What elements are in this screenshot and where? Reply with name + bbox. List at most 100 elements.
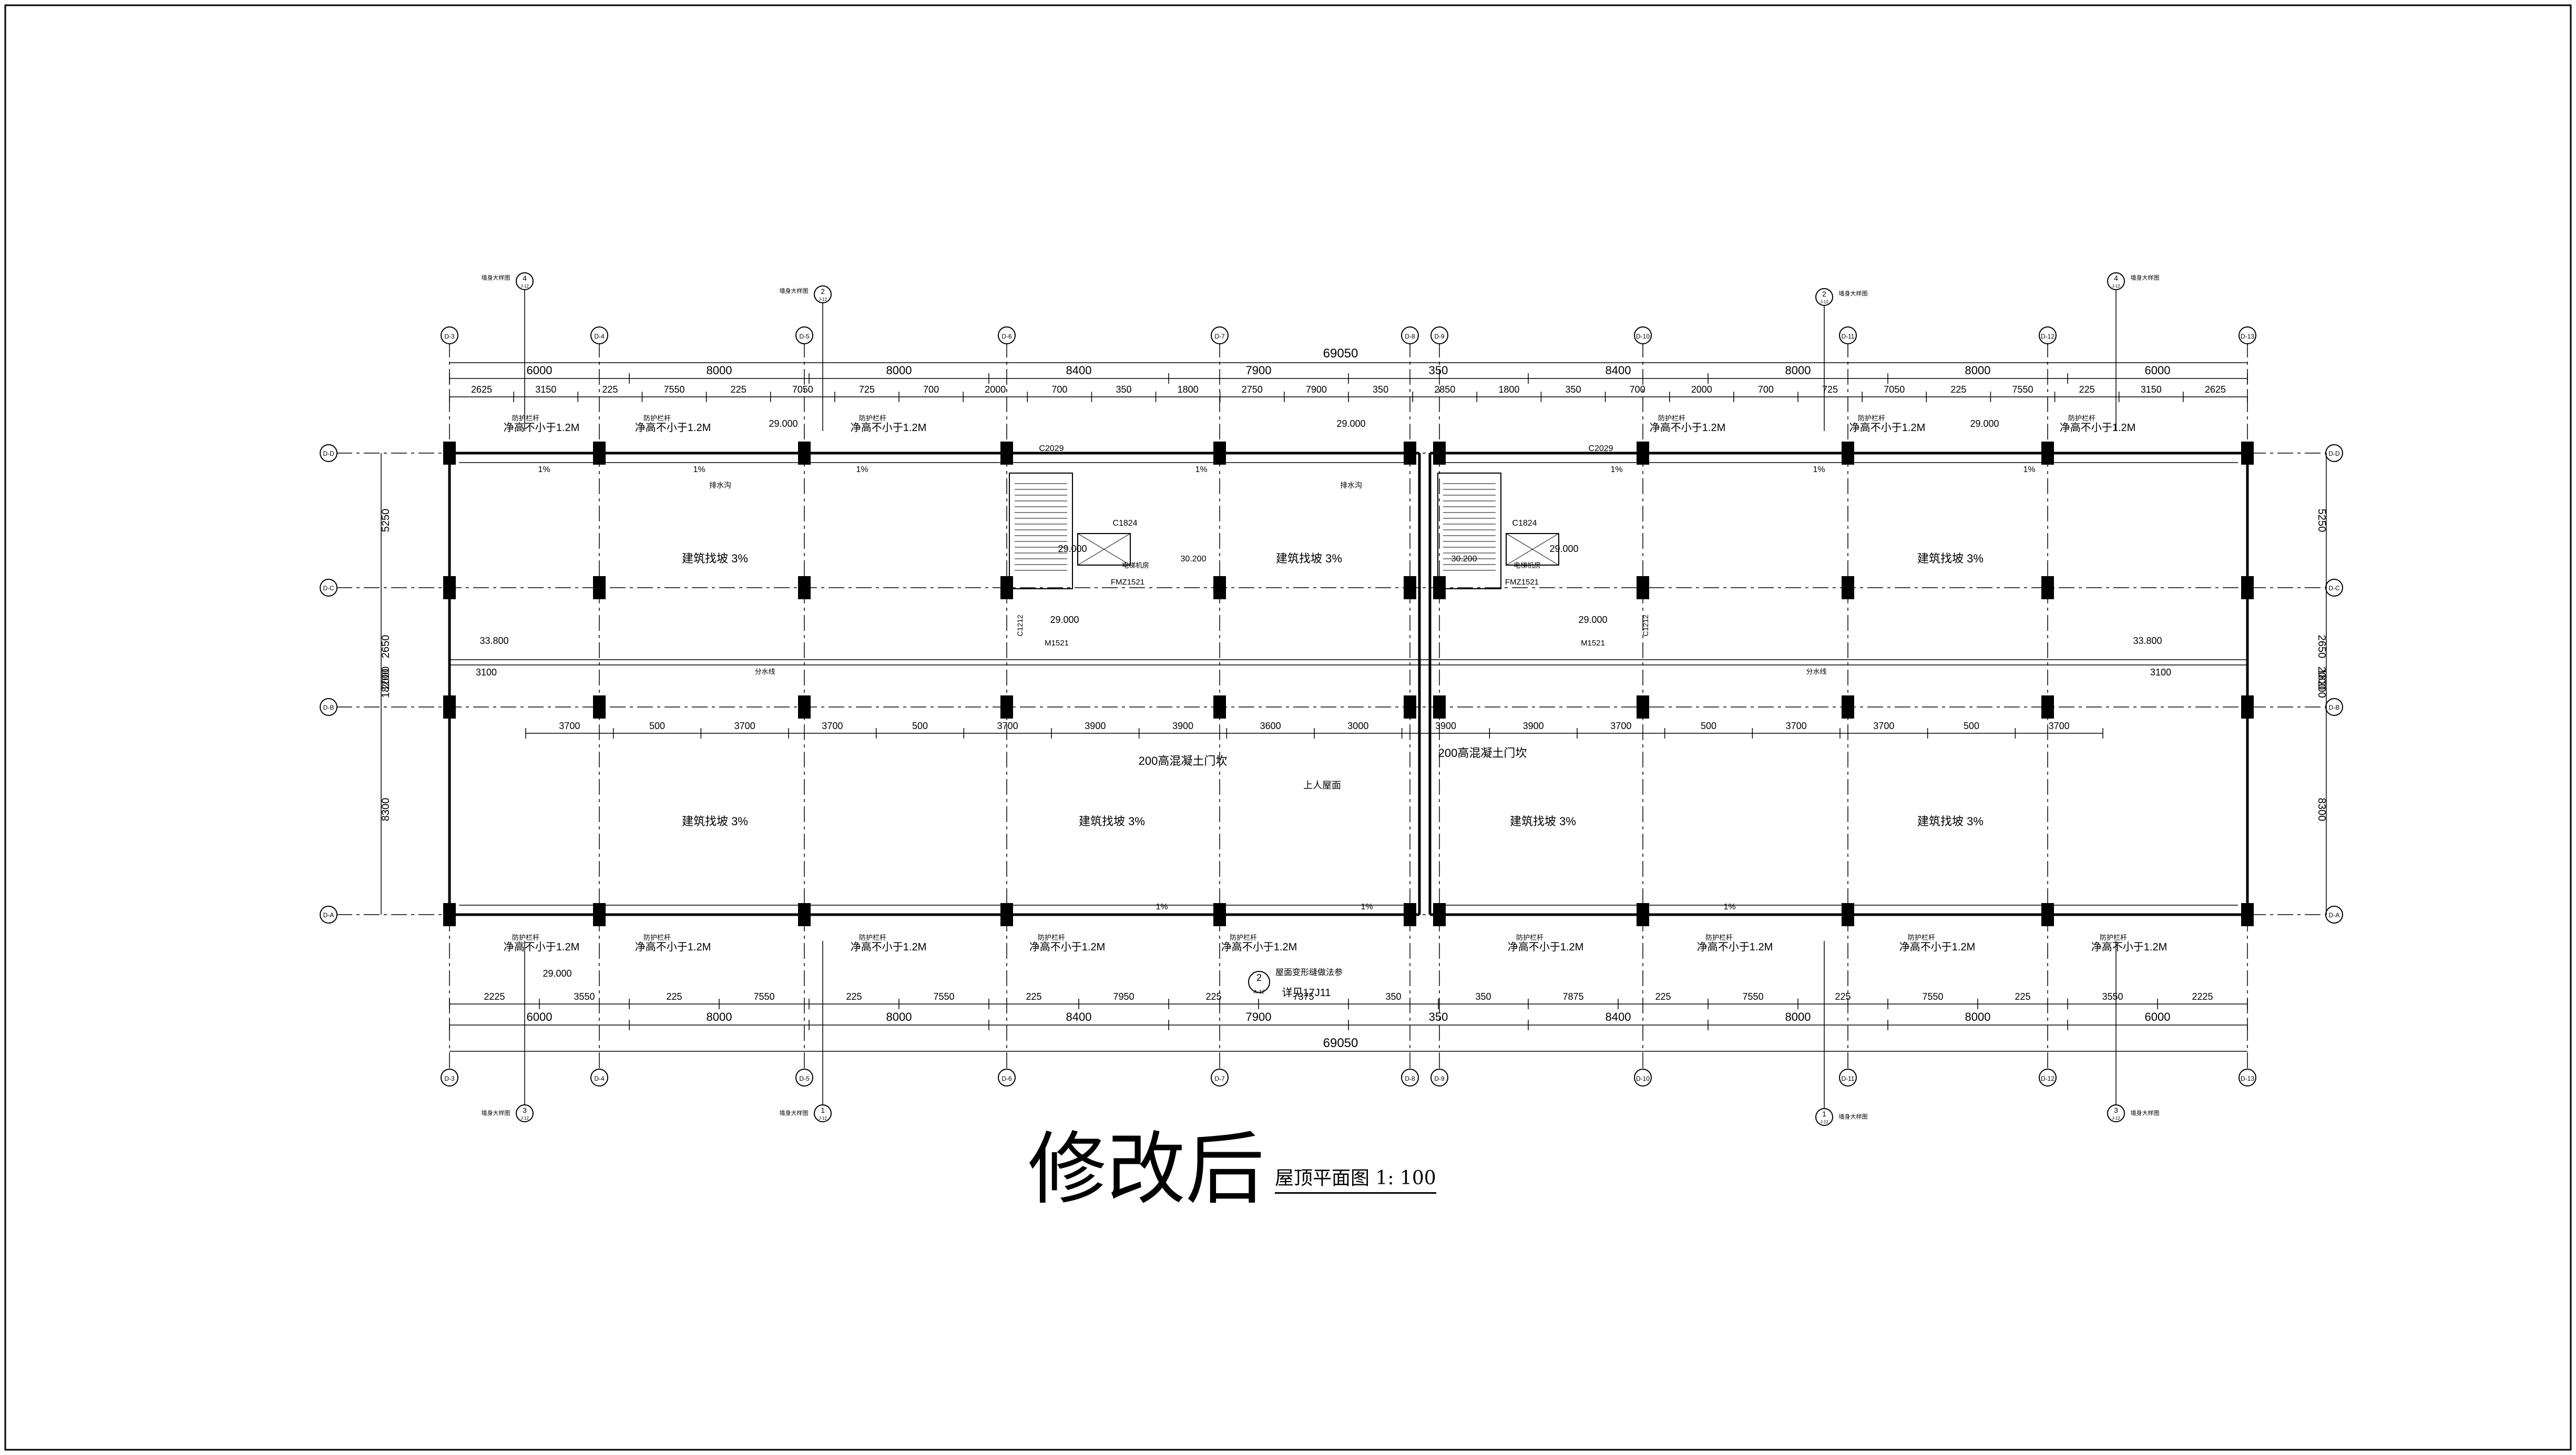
dim-top-major-text: 6000 [2145,364,2171,377]
structural-column [1433,442,1446,465]
dim-bottom-major-text: 8400 [1066,1010,1092,1023]
rail-height-label: 净高不小于1.2M [1849,422,1925,434]
grid-bubble-bottom [1839,1069,1857,1087]
callout-num: 3 [2114,1106,2118,1114]
split-line-label: 分水线 [754,668,775,675]
elevation-label: 29.000 [1050,614,1079,625]
grid-label-top: D-4 [594,333,605,340]
elevation-label: 29.000 [1578,614,1607,625]
dim-bottom-sub-text: 225 [1655,991,1671,1002]
grid-bubble-top [441,326,458,344]
dim-bottom-sub-text: 7950 [1113,991,1134,1002]
structural-column [593,442,606,465]
dim-bottom-sub-text: 2225 [484,991,505,1002]
grid-bubble-bottom [795,1069,813,1087]
grid-label-top: D-11 [1841,333,1854,340]
dim-top-major-text: 8000 [1965,364,1991,377]
grid-label-bottom: D-11 [1841,1075,1854,1082]
rail-height-label: 净高不小于1.2M [504,422,579,434]
dim-row-text: 3700 [822,721,843,731]
grid-bubble-bottom [441,1069,458,1087]
grid-label-right: D-A [2329,911,2340,919]
structural-column [1000,903,1013,926]
callout-sheet: J-12 [520,1116,529,1121]
dim-bottom-major-text: 8000 [707,1010,732,1023]
rail-label: 防护栏杆 [859,414,886,422]
elevation-high: 33.800 [2133,636,2162,646]
slope-label: 建筑找坡 3% [1917,552,1984,565]
grid-bubble-top [1401,326,1419,344]
roof-access-label: 上人屋面 [1303,780,1341,791]
slope-arrow-label: 1% [856,465,868,474]
dim-row-text: 500 [912,721,928,731]
structural-column [1213,695,1226,719]
dim-row-text: 3700 [2049,721,2070,731]
grid-bubble-right [2325,579,2343,597]
grid-label-top: D-9 [1434,333,1445,340]
dim-top-sub-text: 7050 [792,384,813,395]
dim-row-text: 500 [1964,721,1979,731]
grid-bubble-right [2325,698,2343,716]
grid-bubble-top [795,326,813,344]
dim-top-sub-text: 225 [1950,384,1966,395]
dim-top-major-text: 8400 [1606,364,1631,377]
dim-bottom-sub-text: 7550 [933,991,954,1002]
structural-column [798,442,811,465]
structural-column [1842,576,1854,599]
dim-row-text: 3700 [1786,721,1807,731]
dim-row-text: 3700 [734,721,755,731]
rail-height-label: 净高不小于1.2M [1899,941,1975,953]
grid-bubble-top [998,326,1016,344]
dim-bottom-major-text: 350 [1429,1010,1448,1023]
grid-label-top: D-5 [799,333,810,340]
sheet-name: 屋顶平面图 [1275,1167,1370,1189]
callout-sheet: J-12 [2112,1116,2120,1121]
slope-arrow-label: 1% [1610,465,1622,474]
grid-bubble-left [320,698,338,716]
structural-column [1213,442,1226,465]
dim-bottom-sub-text: 225 [846,991,862,1002]
dim-top-sub-text: 2000 [985,384,1006,395]
structural-column [2041,695,2054,719]
dim-top-sub-text: 2625 [2205,384,2226,395]
dim-row-text: 3700 [1873,721,1894,731]
grid-label-bottom: D-13 [2241,1075,2254,1082]
elevation-machine-room: 30.200 [1451,555,1477,563]
callout-sheet: J-12 [819,1116,827,1121]
slope-arrow-label: 1% [1723,903,1735,911]
rail-height-label: 净高不小于1.2M [1508,941,1583,953]
callout-sheet: J-12 [1820,1120,1828,1124]
rail-label: 防护栏杆 [643,414,671,422]
structural-column [1404,903,1416,926]
dim-top-sub-text: 700 [1630,384,1645,395]
rail-label: 防护栏杆 [1038,934,1065,941]
structural-column [1637,695,1649,719]
detail-ref-label: 墙身大样图 [482,1109,510,1116]
joint-callout [1248,971,1270,993]
structural-column [798,903,811,926]
elevator-machine-room [1077,533,1131,566]
window-tag: C1824 [1512,519,1537,528]
elevation-machine-room: 30.200 [1181,555,1207,563]
dim-top-sub-text: 3150 [535,384,556,395]
grid-bubble-top [2039,326,2057,344]
grid-bubble-bottom [1211,1069,1229,1087]
detail-ref-label: 墙身大样图 [2131,1109,2160,1116]
detail-ref-label: 墙身大样图 [780,287,809,294]
callout-sheet: J-12 [1820,300,1828,304]
grid-label-right: D-C [2328,585,2340,592]
joint-callout-num: 2 [1256,972,1262,983]
rail-label: 防护栏杆 [1908,934,1935,941]
dim-top-sub-text: 1800 [1178,384,1199,395]
callout-num: 3 [523,1106,527,1114]
rail-label: 防护栏杆 [1658,414,1685,422]
dim-bottom-sub-text: 225 [2015,991,2030,1002]
slope-label: 建筑找坡 3% [682,552,748,565]
structural-column [593,695,606,719]
elevation-label: 29.000 [1336,418,1365,429]
structural-column [2241,695,2254,719]
grid-label-bottom: D-6 [1001,1075,1012,1082]
window-tag: C2029 [1588,444,1613,453]
grid-label-bottom: D-4 [594,1075,605,1082]
